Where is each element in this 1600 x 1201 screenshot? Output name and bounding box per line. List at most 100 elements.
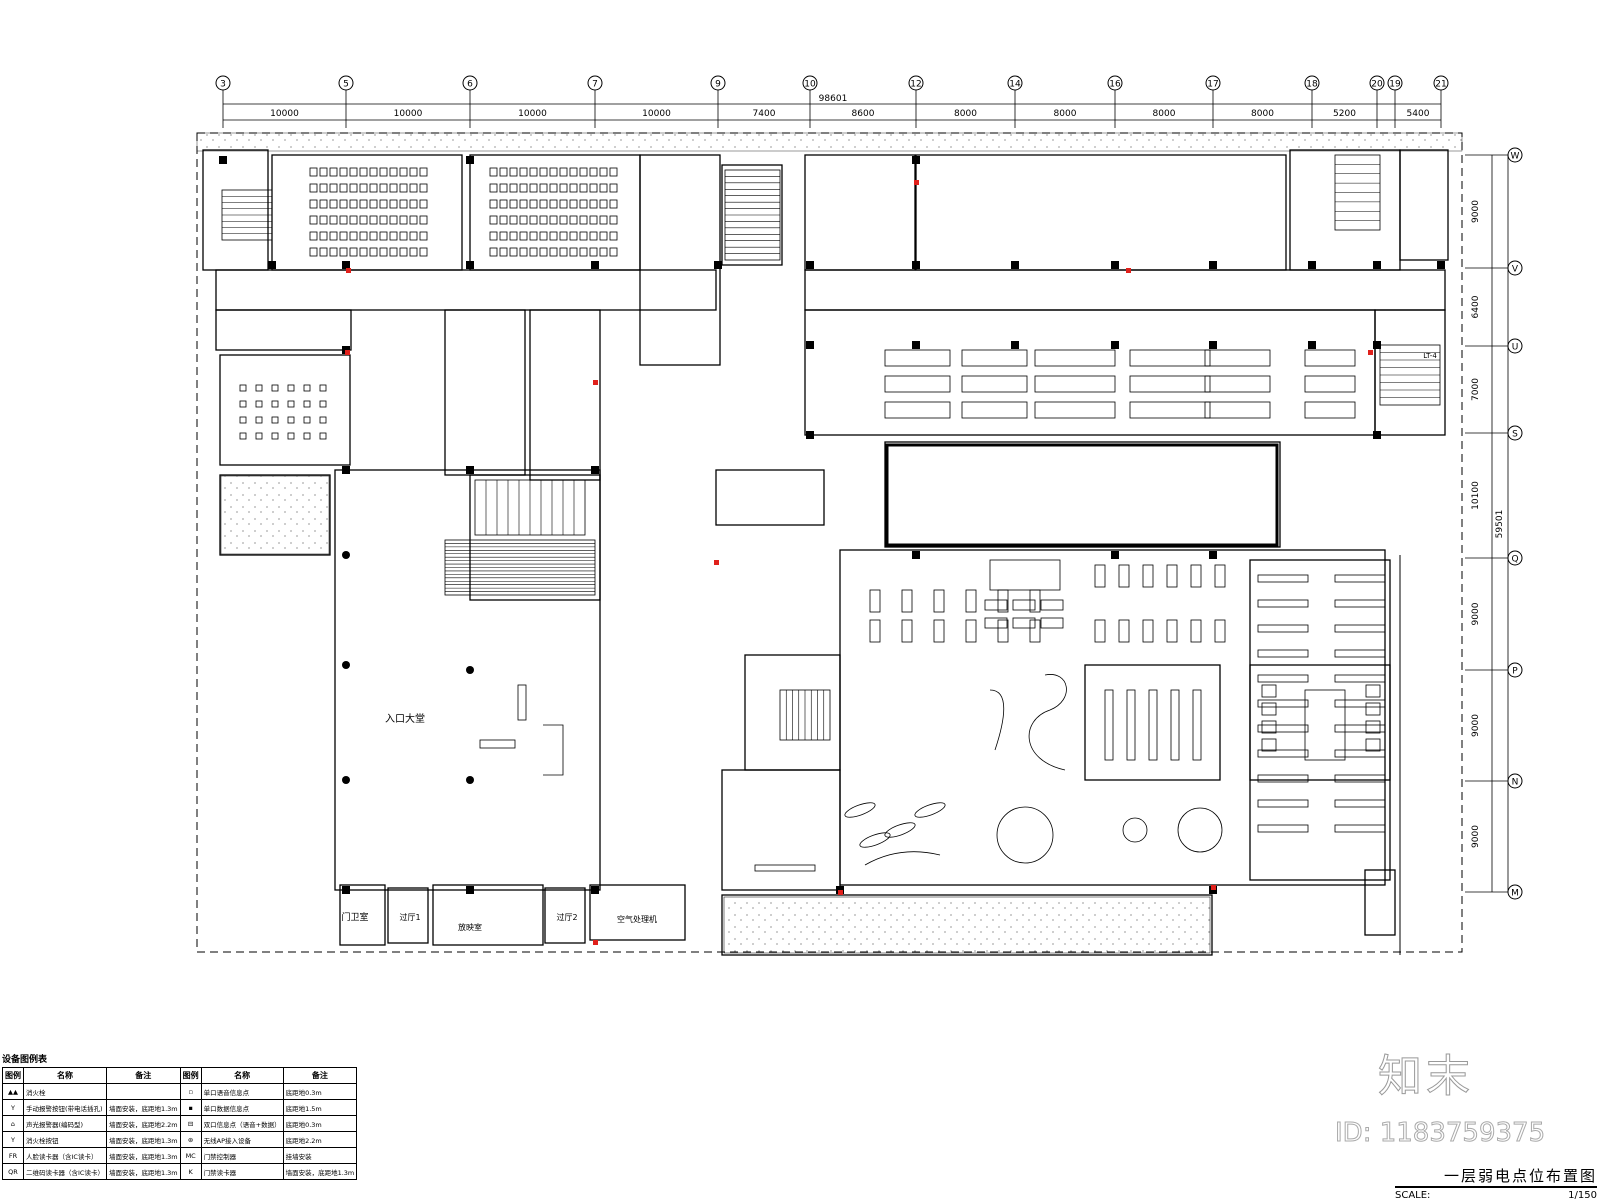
legend-note-left: 墙面安装，底距地2.2m	[105, 1115, 181, 1132]
seat	[419, 247, 428, 257]
device-marker	[1126, 268, 1131, 273]
bookshelf	[1094, 564, 1106, 588]
seat	[319, 183, 328, 193]
structural-column	[1308, 341, 1316, 349]
seat	[529, 231, 538, 241]
seat	[529, 183, 538, 193]
seat	[409, 215, 418, 225]
seat	[349, 199, 358, 209]
structural-column	[1209, 341, 1217, 349]
axis-label: 9	[715, 80, 721, 90]
seat	[609, 215, 618, 225]
bookshelf	[1192, 689, 1202, 761]
seat	[369, 167, 378, 177]
seat	[389, 247, 398, 257]
planter-hatch	[220, 475, 330, 555]
study-table	[884, 349, 951, 367]
seat	[529, 215, 538, 225]
round-table	[1122, 817, 1148, 843]
bookshelf	[1334, 749, 1386, 758]
seat	[319, 231, 328, 241]
axis-label: 20	[1371, 80, 1383, 90]
seat	[549, 183, 558, 193]
seat	[319, 416, 327, 424]
legend-row: ▲▲消火栓▫单口语音信息点底距地0.3m	[2, 1083, 358, 1100]
column-dimension: 8600	[852, 109, 875, 119]
column-dimension: 10000	[270, 109, 299, 119]
room-wall	[639, 154, 721, 366]
column-dimension: 10000	[642, 109, 671, 119]
legend-note-left: 墙面安装，底距地1.3m	[105, 1147, 181, 1164]
seat	[589, 167, 598, 177]
axis-bubble	[1507, 338, 1523, 354]
seat	[339, 231, 348, 241]
seat	[499, 247, 508, 257]
structural-column	[1373, 341, 1381, 349]
seat	[539, 231, 548, 241]
bookshelf	[1334, 824, 1386, 833]
column-dimension: 10000	[518, 109, 547, 119]
room-wall	[215, 309, 352, 351]
legend-title: 设备图例表	[2, 1055, 48, 1065]
bookshelf	[1118, 619, 1130, 643]
watermark-logo: 知末	[1378, 1051, 1474, 1103]
audible-visual-alarm-icon: ⌂	[2, 1115, 24, 1132]
seat	[379, 167, 388, 177]
seat	[609, 167, 618, 177]
structural-column	[912, 341, 920, 349]
legend-note-left: 墙面安装，底距地1.3m	[105, 1099, 181, 1116]
seat	[539, 199, 548, 209]
room-wall	[884, 441, 1281, 548]
bookshelf	[1142, 564, 1154, 588]
scale-value: 1/150	[1568, 1190, 1597, 1201]
row-dimension: 10100	[1471, 481, 1481, 510]
axis-label: 12	[910, 80, 921, 90]
axis-label: 16	[1109, 80, 1121, 90]
seat	[569, 231, 578, 241]
seat	[1365, 738, 1381, 752]
seat	[349, 215, 358, 225]
legend-header: 备注	[105, 1067, 181, 1084]
seat	[549, 231, 558, 241]
room-wall	[721, 894, 1213, 956]
total-height-dimension: 59501	[1495, 510, 1505, 539]
room-label-ahu-room: 空气处理机	[617, 914, 657, 924]
seat	[309, 167, 318, 177]
row-dimension: 9000	[1471, 602, 1481, 625]
seat	[319, 384, 327, 392]
room-wall	[1249, 664, 1391, 781]
seat	[339, 183, 348, 193]
bookshelf	[1126, 689, 1136, 761]
bookshelf	[1334, 624, 1386, 633]
bookshelf	[1148, 689, 1158, 761]
seat	[1261, 738, 1277, 752]
seat	[559, 183, 568, 193]
column-dimension: 8000	[1153, 109, 1176, 119]
bookshelf	[997, 589, 1009, 613]
structural-column	[268, 261, 276, 269]
seat	[569, 167, 578, 177]
bench	[543, 724, 564, 776]
seat	[287, 416, 295, 424]
seat	[379, 199, 388, 209]
lounge-seat	[844, 802, 876, 818]
seat	[349, 231, 358, 241]
qr-reader-icon: QR	[2, 1163, 24, 1180]
bookshelf	[1257, 599, 1309, 608]
study-table	[1204, 375, 1271, 393]
legend-header: 图例	[2, 1067, 24, 1084]
seat	[239, 384, 247, 392]
room-wall	[334, 469, 601, 891]
seat	[409, 199, 418, 209]
structural-column	[1373, 431, 1381, 439]
round-column	[342, 551, 350, 559]
room-label-entrance-hall: 入口大堂	[385, 712, 425, 725]
seat	[549, 167, 558, 177]
room-wall	[469, 154, 641, 271]
room-label-guard-room: 门卫室	[341, 911, 368, 923]
legend-note-right: 底距地0.3m	[282, 1083, 358, 1100]
room-wall	[444, 309, 526, 476]
room-wall	[804, 309, 1376, 436]
bookshelf	[1190, 564, 1202, 588]
seat	[579, 231, 588, 241]
